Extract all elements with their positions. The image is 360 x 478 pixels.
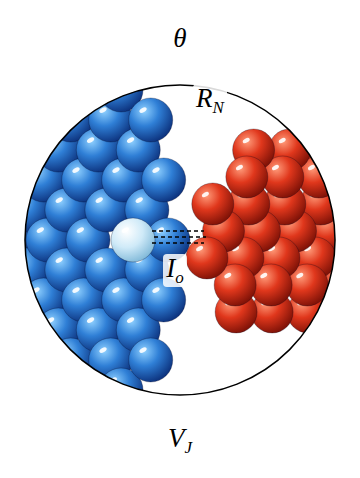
sphere-highlight [58, 106, 67, 114]
sphere-highlight [18, 106, 27, 114]
sphere-highlight [37, 46, 46, 54]
red-atom [323, 291, 360, 333]
blue-atom [0, 68, 23, 112]
sphere-highlight [259, 272, 268, 279]
sphere-highlight [55, 196, 64, 204]
angle-label: θ [170, 24, 189, 53]
sphere-highlight [121, 226, 130, 234]
sphere-highlight [31, 166, 40, 174]
sphere-highlight [271, 164, 280, 171]
blue-atom [67, 38, 111, 82]
sphere-highlight [29, 76, 38, 84]
blue-atom [0, 38, 31, 82]
blue-atom [0, 368, 23, 412]
sphere-highlight [295, 272, 304, 279]
sphere-highlight [69, 76, 78, 84]
blue-atom [27, 38, 71, 82]
sphere-highlight [0, 166, 1, 174]
sphere-highlight [15, 196, 24, 204]
sphere-highlight [111, 166, 120, 174]
sphere-highlight [135, 196, 144, 204]
blue-atom [129, 338, 173, 382]
sphere-highlight [331, 272, 340, 279]
sphere-highlight [77, 46, 86, 54]
blue-atom [129, 98, 173, 142]
sphere-highlight [29, 376, 38, 384]
sphere-highlight [151, 166, 160, 174]
blue-atom [142, 158, 186, 202]
sphere-highlight [0, 226, 5, 234]
sphere-highlight [117, 46, 126, 54]
sphere-highlight [109, 76, 118, 84]
sphere-highlight [307, 164, 316, 171]
sphere-highlight [6, 136, 15, 144]
blue-atom [9, 338, 53, 382]
sphere-highlight [339, 245, 348, 252]
red-atom [334, 156, 360, 198]
sphere-highlight [235, 164, 244, 171]
sphere-highlight [332, 299, 341, 306]
sphere-highlight [138, 346, 147, 354]
blue-atom [59, 368, 103, 412]
blue-atom [0, 278, 26, 322]
sphere-highlight [18, 346, 27, 354]
voltage-label: VJ [165, 424, 195, 457]
sphere-highlight [242, 137, 251, 144]
current-label: Io [163, 254, 187, 287]
sphere-highlight [69, 376, 78, 384]
blue-atom [19, 68, 63, 112]
sphere-highlight [77, 406, 86, 414]
sphere-highlight [95, 196, 104, 204]
sphere-highlight [37, 406, 46, 414]
red-atom [336, 183, 360, 225]
sphere-highlight [126, 136, 135, 144]
sphere-highlight [345, 191, 354, 198]
sphere-highlight [151, 286, 160, 294]
blue-atom [19, 368, 63, 412]
blue-atom [0, 308, 40, 352]
sphere-highlight [314, 137, 323, 144]
sphere-highlight [138, 106, 147, 114]
blue-atom [0, 128, 40, 172]
sphere-highlight [86, 136, 95, 144]
sphere-highlight [98, 346, 107, 354]
sphere-highlight [55, 256, 64, 264]
sphere-highlight [76, 226, 85, 234]
sphere-highlight [71, 166, 80, 174]
blue-atom [107, 398, 151, 442]
sphere-highlight [343, 164, 352, 171]
sphere-highlight [46, 136, 55, 144]
sphere-highlight [117, 406, 126, 414]
blue-atom [107, 38, 151, 82]
tip-atom [111, 218, 155, 262]
sphere-highlight [195, 245, 204, 252]
red-atom [192, 183, 234, 225]
sphere-highlight [36, 226, 45, 234]
sphere-highlight [86, 316, 95, 324]
resistance-label: RN [193, 84, 227, 117]
sphere-highlight [126, 316, 135, 324]
blue-atom [0, 158, 26, 202]
sphere-highlight [278, 137, 287, 144]
sphere-highlight [0, 46, 6, 54]
blue-atom [9, 98, 53, 142]
sphere-highlight [95, 256, 104, 264]
sphere-highlight [15, 256, 24, 264]
sphere-highlight [0, 286, 1, 294]
sphere-highlight [111, 286, 120, 294]
sphere-highlight [6, 316, 15, 324]
sphere-highlight [58, 346, 67, 354]
blue-atom [0, 398, 31, 442]
blue-atom [59, 68, 103, 112]
red-atom [186, 237, 228, 279]
sphere-highlight [201, 191, 210, 198]
sphere-highlight [156, 226, 165, 234]
sphere-highlight [71, 286, 80, 294]
sphere-highlight [0, 406, 6, 414]
red-atom [226, 156, 268, 198]
blue-atom [27, 398, 71, 442]
blue-atom [67, 398, 111, 442]
sphere-highlight [223, 272, 232, 279]
